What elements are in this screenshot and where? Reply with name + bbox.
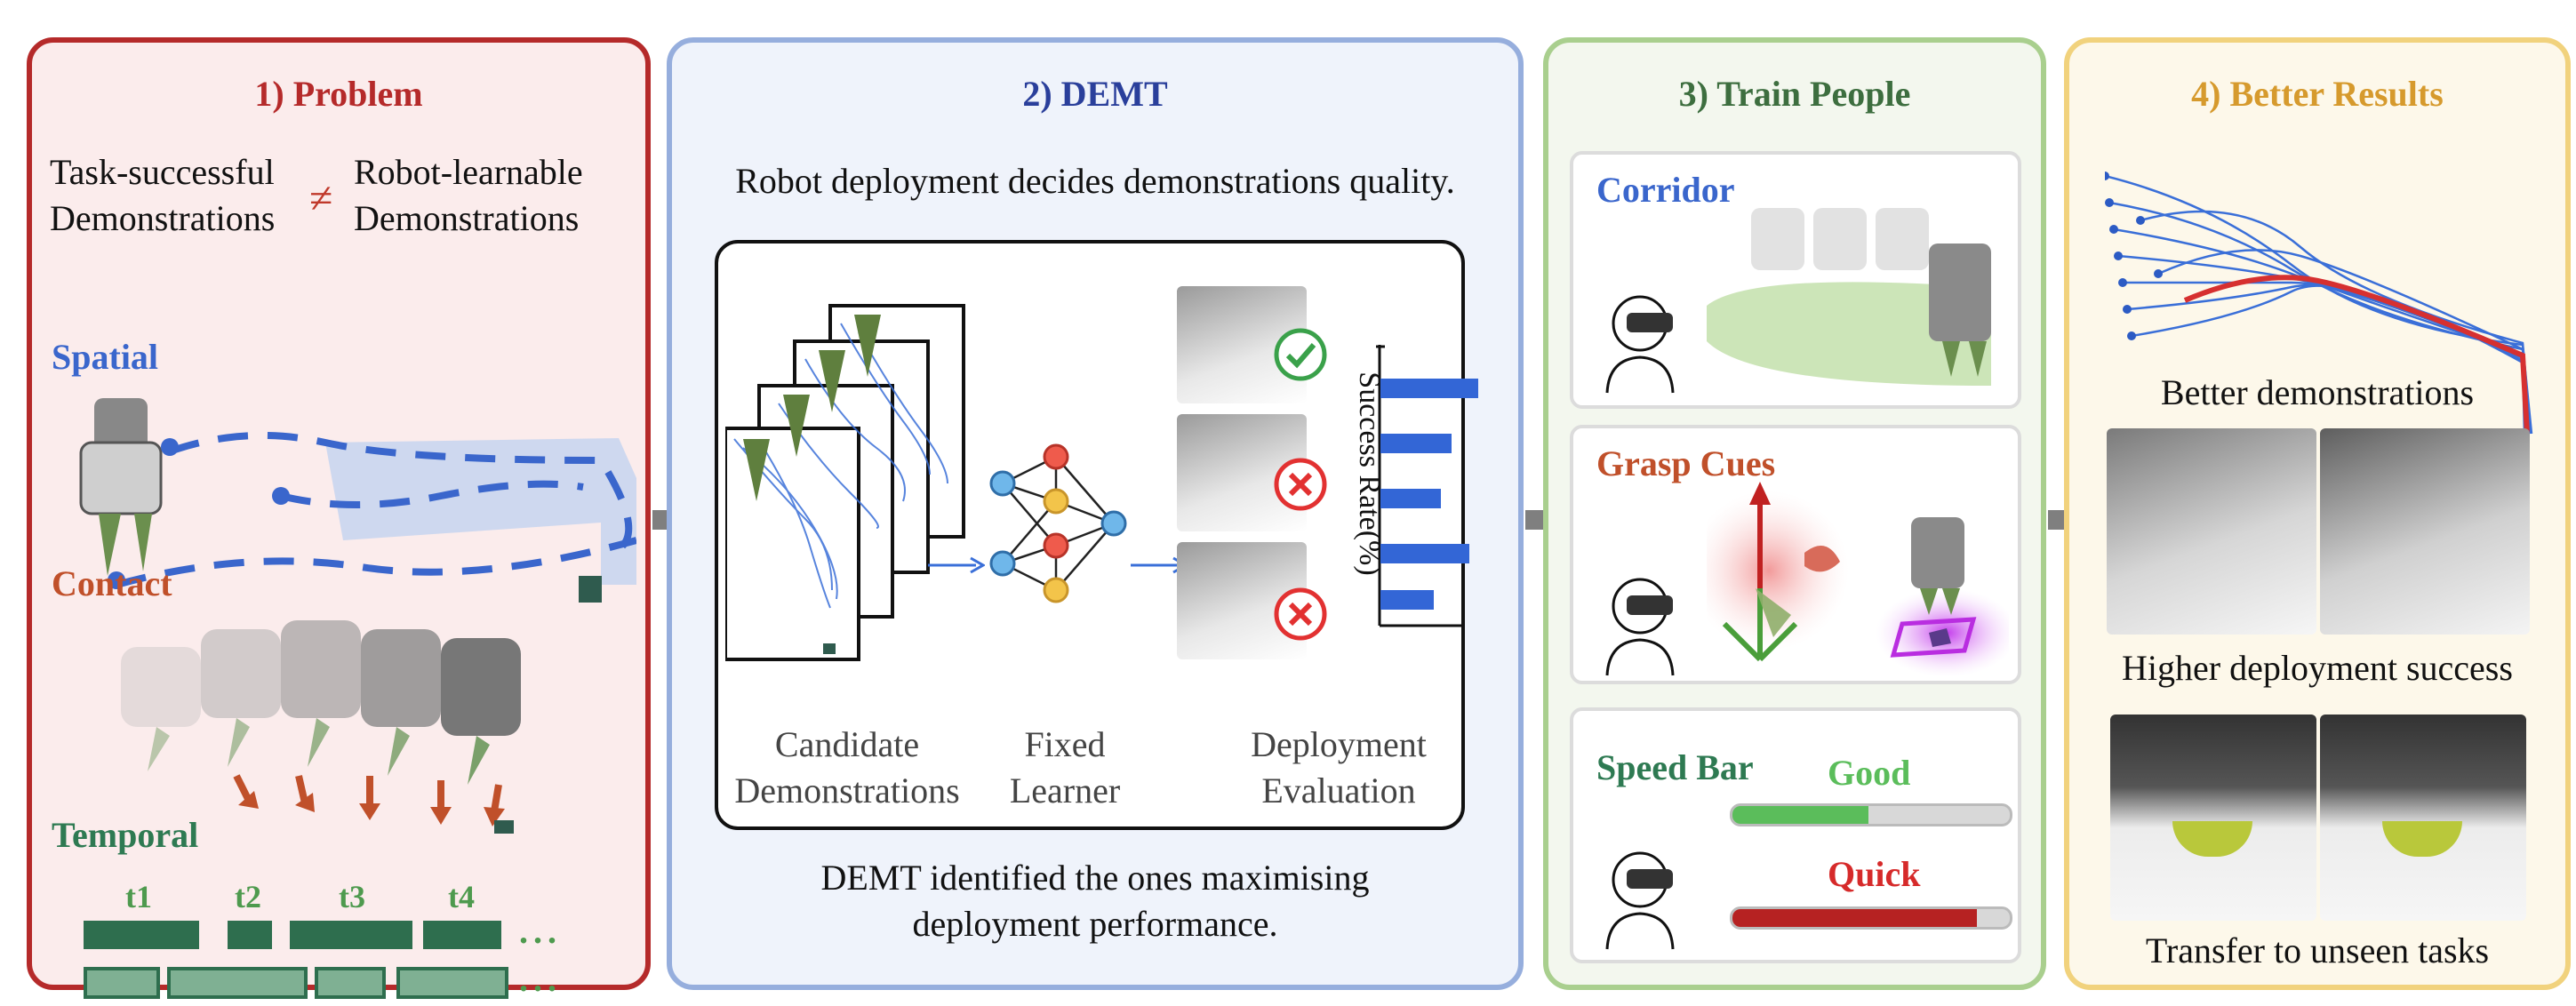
timeline-bar-7 xyxy=(315,967,386,999)
arrow-right-icon-1 xyxy=(928,556,985,574)
timeline-bar-2 xyxy=(228,921,272,949)
timeline-bar-3 xyxy=(290,921,412,949)
contact-illustration xyxy=(121,620,521,834)
evaluation-caption: Deployment Evaluation xyxy=(1216,722,1461,814)
neural-network-icon xyxy=(989,443,1127,603)
corridor-box: Corridor xyxy=(1570,151,2021,409)
candidate-caption-line2: Demonstrations xyxy=(734,770,960,810)
success-rate-chart xyxy=(1376,345,1478,627)
timeline-bar-1 xyxy=(84,921,199,949)
learner-caption-line1: Fixed xyxy=(1024,724,1106,764)
deployment-photo-1 xyxy=(2107,428,2316,635)
robot-learnable-line2: Demonstrations xyxy=(354,198,580,238)
demt-pipeline-box: Success Rate(%) Candidate Demonstrations… xyxy=(715,240,1478,830)
deployment-photo-2 xyxy=(2320,428,2530,635)
check-icon xyxy=(1274,328,1327,381)
train-panel: 3) Train People Corridor Grasp Cues xyxy=(1543,37,2046,990)
corridor-illustration xyxy=(1707,208,1991,386)
train-title: 3) Train People xyxy=(1678,74,1911,114)
demt-title: 2) DEMT xyxy=(1022,74,1168,114)
grasp-cues-illustration xyxy=(1707,482,2009,677)
candidate-demos-stack xyxy=(725,304,965,661)
results-title: 4) Better Results xyxy=(2191,74,2444,114)
grasp-cues-box: Grasp Cues xyxy=(1570,425,2021,684)
speed-bar-box: Speed Bar Good Quick xyxy=(1570,707,2021,963)
candidate-caption: Candidate Demonstrations xyxy=(718,722,976,814)
demt-subtitle: Robot deployment decides demonstrations … xyxy=(735,161,1455,201)
speed-bar-label: Speed Bar xyxy=(1596,747,1754,787)
results-panel: 4) Better Results Better demonstrations … xyxy=(2064,37,2571,990)
not-equal-sign: ≠ xyxy=(309,175,333,222)
transfer-caption: Transfer to unseen tasks xyxy=(2145,930,2490,970)
quick-speed-bar xyxy=(1730,906,2012,930)
learner-caption: Fixed Learner xyxy=(1003,722,1127,814)
good-label: Good xyxy=(1828,753,1911,793)
better-demos-caption: Better demonstrations xyxy=(2160,372,2475,412)
timeline-ellipsis-2: ... xyxy=(519,959,562,999)
corridor-label: Corridor xyxy=(1596,170,1735,210)
vr-person-icon-2 xyxy=(1605,578,1675,676)
demt-bottom-line1: DEMT identified the ones maximising xyxy=(820,858,1370,898)
deployment-success-caption: Higher deployment success xyxy=(2122,648,2513,688)
tick-t2: t2 xyxy=(235,879,261,914)
spatial-illustration xyxy=(79,398,636,603)
quick-label: Quick xyxy=(1828,854,1921,894)
trajectory-plot xyxy=(2105,172,2533,435)
demt-bottom-line2: deployment performance. xyxy=(912,904,1278,944)
quick-speed-fill xyxy=(1732,909,1977,927)
learner-caption-line2: Learner xyxy=(1009,770,1121,810)
cross-icon-1 xyxy=(1274,458,1327,511)
vr-person-icon-1 xyxy=(1605,295,1675,394)
good-speed-fill xyxy=(1732,806,1868,824)
timeline-bar-4 xyxy=(423,921,501,949)
timeline-bar-6 xyxy=(167,967,308,999)
transfer-photo-2 xyxy=(2320,715,2526,921)
robot-learnable-line1: Robot-learnable xyxy=(354,152,583,192)
robot-gripper-icon xyxy=(79,398,163,576)
demt-panel: 2) DEMT Robot deployment decides demonst… xyxy=(667,37,1524,990)
temporal-label: Temporal xyxy=(52,815,199,855)
problem-panel: 1) Problem Task-successful Demonstration… xyxy=(27,37,651,999)
tick-t3: t3 xyxy=(339,879,365,914)
candidate-caption-line1: Candidate xyxy=(774,724,920,764)
tick-t4: t4 xyxy=(448,879,475,914)
evaluation-caption-line1: Deployment xyxy=(1251,724,1427,764)
robot-learnable-label: Robot-learnable Demonstrations xyxy=(354,149,583,242)
timeline-bar-5 xyxy=(84,967,160,999)
timeline-ellipsis-1: ... xyxy=(519,911,562,951)
problem-title: 1) Problem xyxy=(254,74,423,114)
task-successful-label: Task-successful Demonstrations xyxy=(50,149,275,242)
task-successful-line2: Demonstrations xyxy=(50,198,276,238)
spatial-label: Spatial xyxy=(52,337,159,377)
grasp-cues-label: Grasp Cues xyxy=(1596,443,1776,483)
tick-t1: t1 xyxy=(125,879,152,914)
timeline-bar-8 xyxy=(396,967,508,999)
evaluation-caption-line2: Evaluation xyxy=(1261,770,1416,810)
demt-bottom-text: DEMT identified the ones maximising depl… xyxy=(672,855,1518,947)
good-speed-bar xyxy=(1730,803,2012,826)
cross-icon-2 xyxy=(1274,587,1327,641)
task-successful-line1: Task-successful xyxy=(50,152,275,192)
vr-person-icon-3 xyxy=(1605,851,1675,950)
transfer-photo-1 xyxy=(2110,715,2316,921)
contact-label: Contact xyxy=(52,563,172,603)
